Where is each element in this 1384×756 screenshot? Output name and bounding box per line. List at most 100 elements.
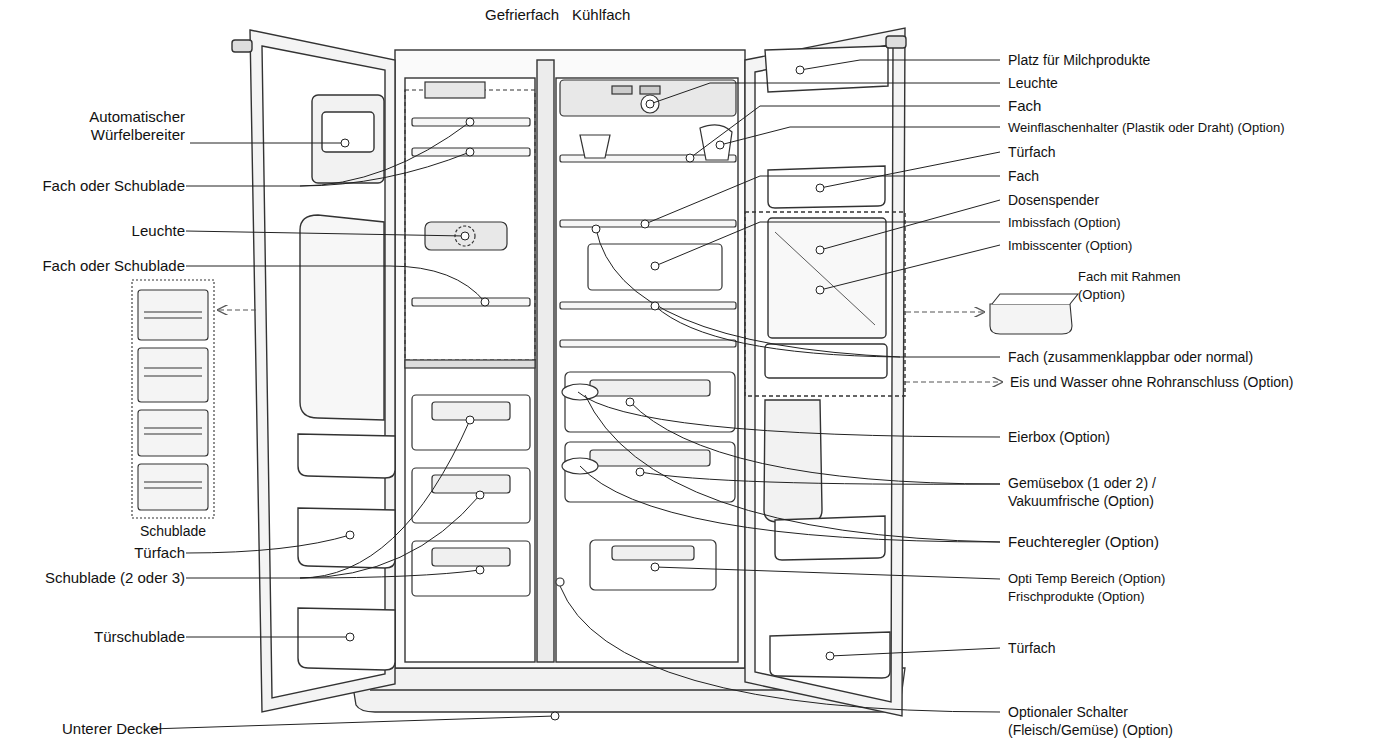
freezer-interior — [412, 541, 530, 596]
leader-dot — [816, 246, 824, 254]
part-label: Frischprodukte (Option) — [1008, 588, 1368, 606]
leader-dot — [466, 148, 474, 156]
part-label: Eis und Wasser ohne Rohranschluss (Optio… — [1010, 373, 1380, 391]
leader-dot — [641, 220, 649, 228]
part-label: Feuchteregler (Option) — [1008, 533, 1368, 551]
drawer-inset — [138, 464, 208, 510]
fridge-door — [775, 232, 875, 325]
freezer-door — [322, 112, 374, 152]
freezer-door — [298, 508, 395, 568]
compartment-heading: Kühlfach — [572, 6, 662, 24]
leader-dot — [796, 66, 804, 74]
drawer-inset — [138, 290, 208, 340]
drawer-inset — [144, 312, 202, 318]
fridge-interior — [560, 220, 736, 227]
leader-dot — [341, 66, 834, 720]
fridge-interior — [590, 450, 710, 466]
part-label: Fach — [1008, 97, 1368, 115]
freezer-door — [232, 30, 395, 712]
leader-line — [186, 535, 350, 553]
fridge-interior — [590, 380, 710, 396]
fridge-door — [765, 344, 887, 378]
part-label: Gemüsebox (1 oder 2) / Vakuumfrische (Op… — [1008, 474, 1183, 510]
leader-dot — [686, 154, 694, 162]
fridge-door — [770, 632, 890, 678]
part-label: Schublade (2 oder 3) — [5, 569, 185, 587]
freezer-interior — [425, 82, 485, 98]
leader-dot — [466, 416, 474, 424]
drawer-inset — [132, 280, 214, 518]
freezer-interior — [405, 90, 535, 360]
dashed-arrow — [218, 309, 256, 310]
leader-dot — [466, 118, 474, 126]
freezer-door — [300, 215, 384, 420]
freezer-door — [312, 95, 384, 183]
fridge-door — [765, 46, 888, 92]
leader-line — [655, 567, 1000, 579]
fridge-interior — [556, 80, 736, 590]
leader-dot — [346, 531, 354, 539]
drawer-inset — [144, 368, 202, 376]
dashed-arrow — [218, 310, 1002, 382]
freezer-interior — [412, 468, 530, 523]
frame-tray-inset — [992, 294, 1078, 304]
leader-line — [585, 395, 1000, 542]
leader-line — [186, 420, 470, 578]
leader-line — [150, 60, 1000, 729]
freezer-interior — [412, 118, 530, 126]
leader-dot — [551, 712, 559, 720]
fridge-interior — [612, 86, 632, 94]
part-label: Imbissfach (Option) — [1008, 214, 1368, 232]
leader-line — [186, 637, 350, 638]
part-label: Fach oder Schublade — [5, 177, 185, 195]
leader-line — [720, 127, 1000, 145]
leader-dot — [626, 398, 634, 406]
leader-line — [690, 106, 1000, 158]
leader-line — [655, 306, 900, 357]
drawer-inset — [144, 428, 202, 434]
leader-line — [186, 266, 485, 302]
part-label: Eierbox (Option) — [1008, 428, 1368, 446]
part-label: Unterer Deckel — [62, 720, 262, 738]
freezer-door — [298, 434, 395, 478]
leader-line — [150, 716, 555, 729]
freezer-door — [298, 608, 395, 670]
leader-dot — [476, 491, 484, 499]
leader-dot — [651, 563, 659, 571]
leader-dot — [816, 184, 824, 192]
cabinet-body — [537, 60, 554, 662]
compartment-heading: Gefrierfach — [485, 6, 575, 24]
leader-line — [300, 495, 480, 578]
freezer-door — [262, 46, 385, 698]
cabinet-body — [556, 78, 738, 662]
fridge-interior — [612, 546, 694, 560]
fridge-door — [745, 28, 905, 716]
leader-line — [645, 176, 1000, 224]
leader-line — [596, 229, 1000, 357]
cabinet-body — [395, 50, 745, 668]
frame-tray-inset — [990, 294, 1078, 334]
dashed-arrow — [905, 381, 1002, 382]
freezer-interior — [405, 82, 535, 596]
leader-line — [630, 402, 1000, 484]
fridge-interior — [588, 244, 722, 290]
part-label: Fach — [1008, 167, 1368, 185]
fridge-door — [886, 36, 906, 48]
leader-line — [800, 60, 1000, 70]
leader-dot — [592, 225, 600, 233]
part-label: Weinflaschenhalter (Plastik oder Draht) … — [1008, 119, 1378, 137]
leader-dot — [476, 566, 484, 574]
freezer-interior — [405, 360, 535, 368]
freezer-interior — [432, 475, 510, 493]
fridge-door — [745, 212, 905, 396]
leader-line — [650, 83, 1000, 104]
leader-line — [655, 222, 1000, 266]
part-label: Schublade — [128, 522, 218, 540]
leader-line — [560, 586, 1000, 712]
leader-line — [830, 648, 1000, 656]
fridge-door — [775, 516, 885, 560]
part-label: Optionaler Schalter (Fleisch/Gemüse) (Op… — [1008, 703, 1193, 739]
leader-line — [820, 200, 1000, 250]
part-label: Türfach — [1008, 143, 1368, 161]
part-label: Automatischer Würfelbereiter — [65, 108, 185, 144]
